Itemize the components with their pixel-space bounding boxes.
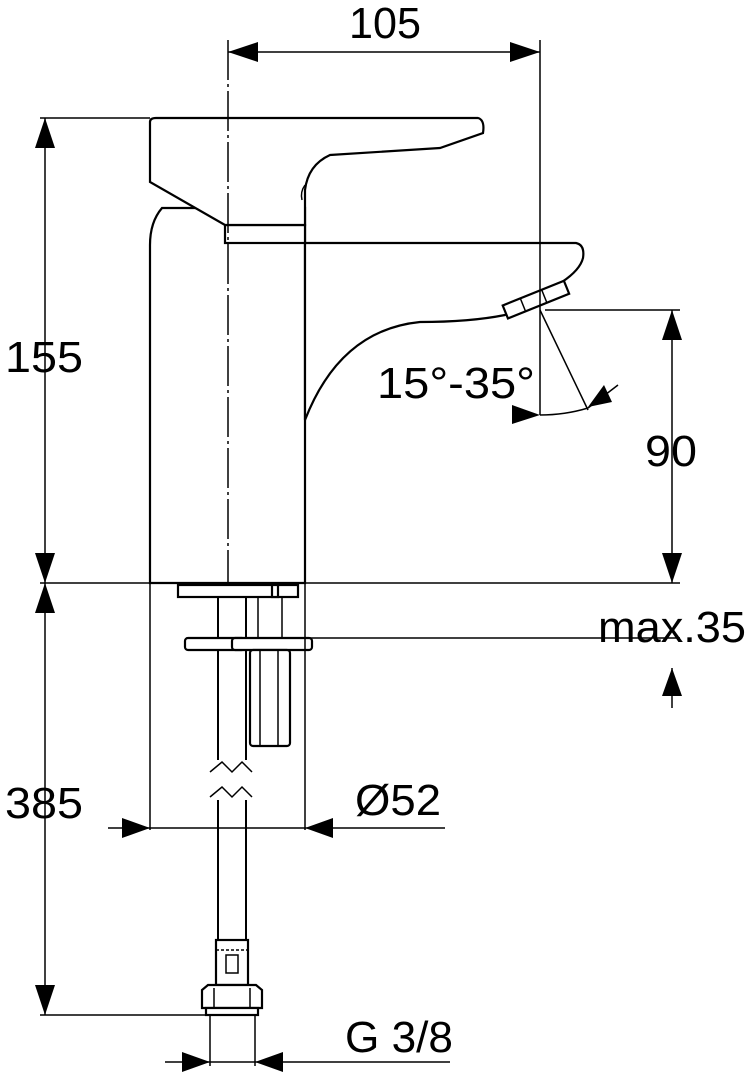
mounting-parts <box>176 583 314 1017</box>
dimension-max35 <box>662 668 682 708</box>
label-diameter: Ø52 <box>355 776 441 825</box>
label-90: 90 <box>645 427 697 476</box>
label-155: 155 <box>5 333 83 382</box>
dimension-thread <box>165 1052 450 1072</box>
aerator <box>501 279 571 320</box>
label-thread: G 3/8 <box>345 1013 453 1062</box>
label-385: 385 <box>5 779 83 828</box>
faucet-body <box>148 116 585 585</box>
dimension-90 <box>662 310 682 583</box>
dimension-105 <box>228 42 540 62</box>
dimension-angle <box>512 309 619 424</box>
label-angle: 15°-35° <box>377 359 535 408</box>
dimension-diameter <box>108 818 445 838</box>
label-max35: max.35 <box>598 603 746 652</box>
dimension-155-385 <box>35 118 55 1015</box>
label-105: 105 <box>349 0 421 48</box>
